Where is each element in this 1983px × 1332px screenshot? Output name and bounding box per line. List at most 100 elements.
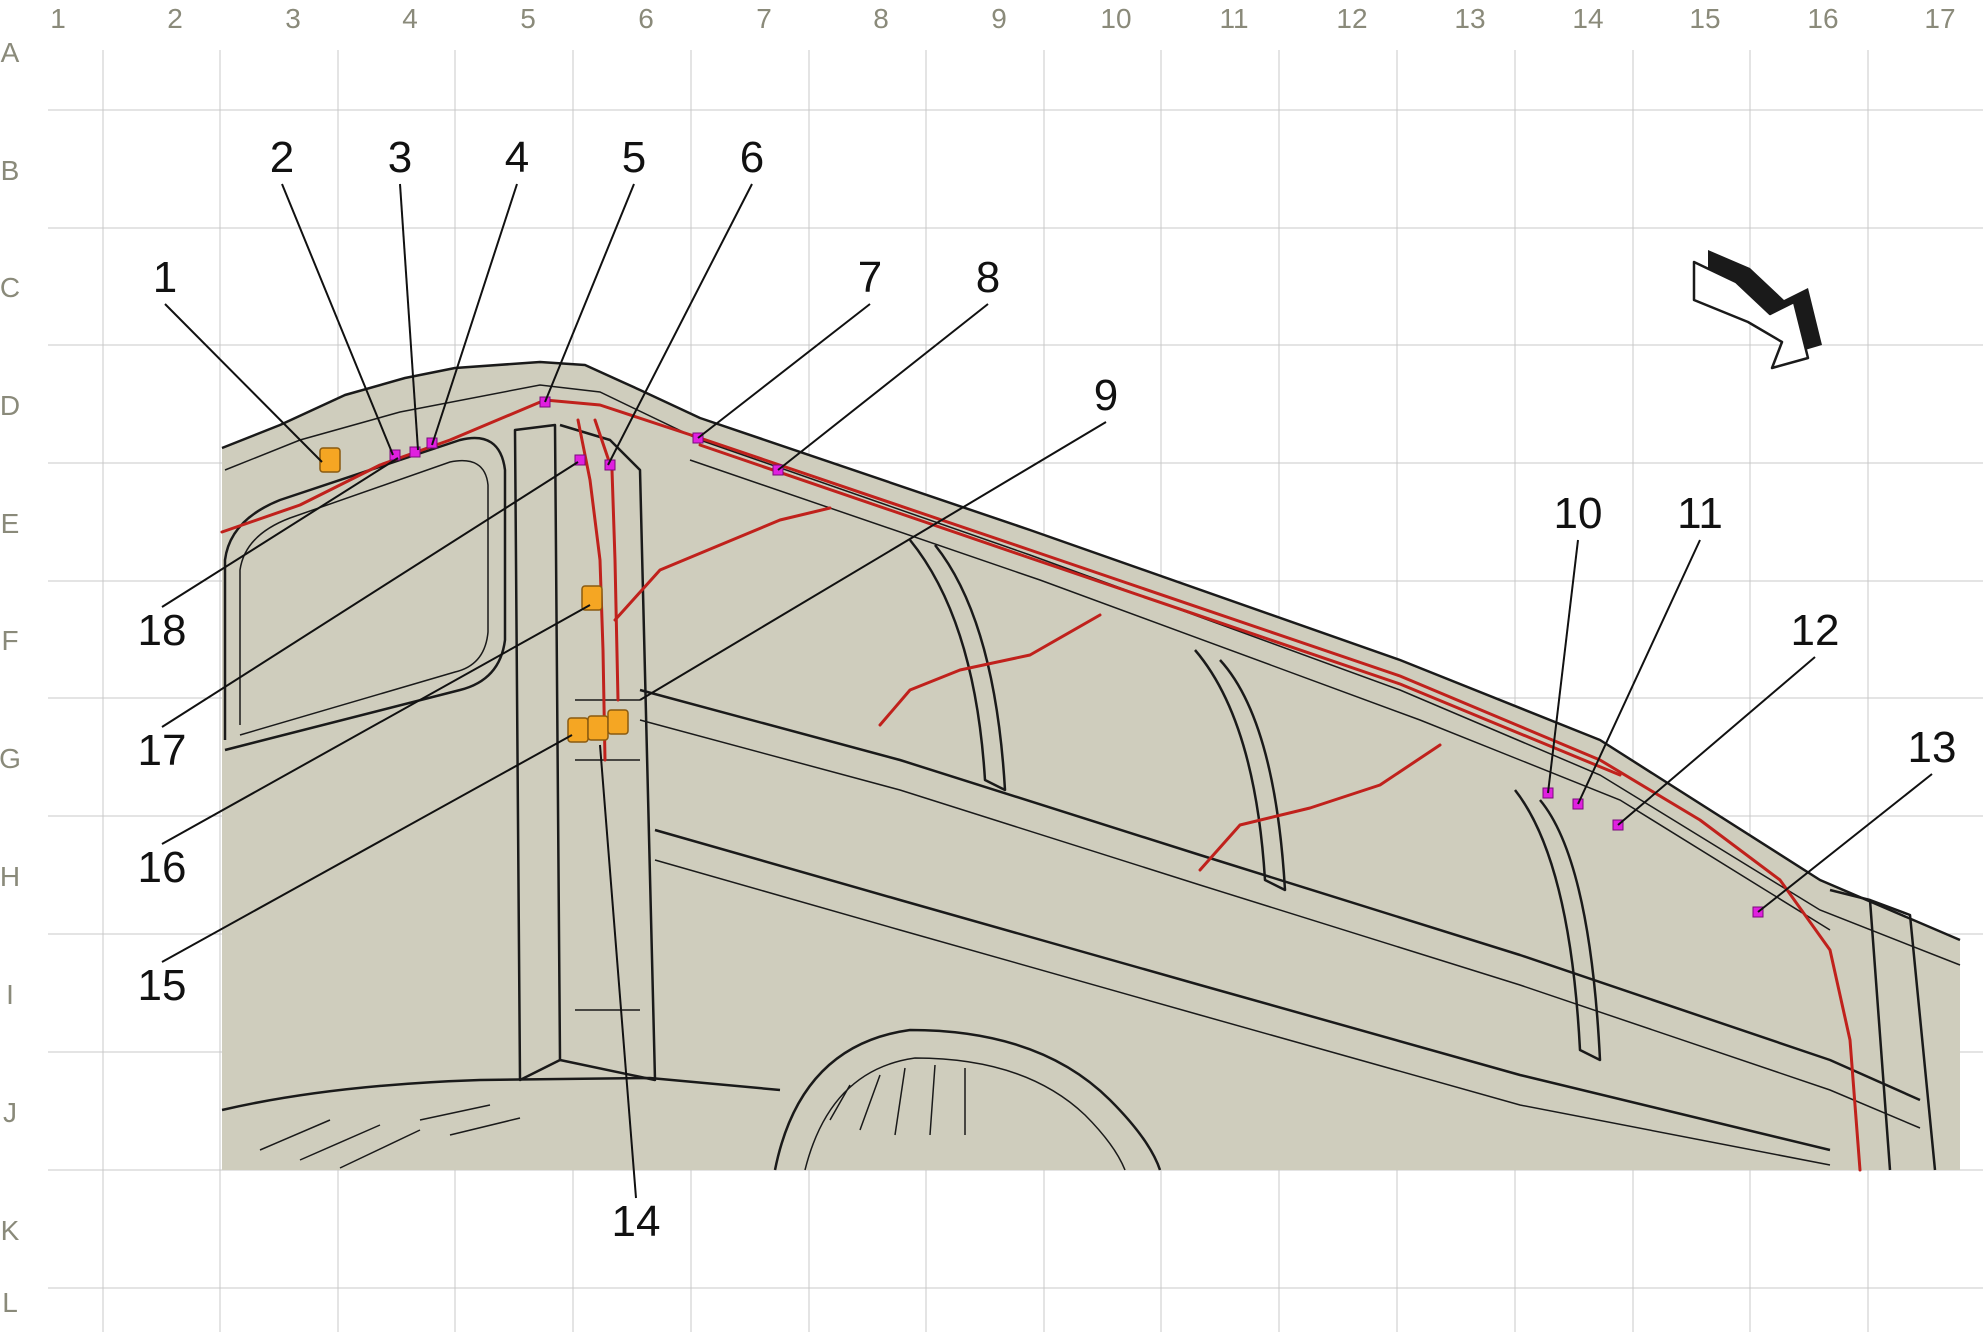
callout-leader-line — [607, 183, 753, 466]
callout-number: 13 — [1908, 723, 1957, 772]
grid-column-label: 9 — [991, 3, 1007, 34]
grid-row-label: L — [2, 1287, 18, 1318]
callout-leader-line — [697, 303, 871, 439]
grid-row-label: D — [0, 390, 20, 421]
grid-column-label: 13 — [1454, 3, 1485, 34]
callout-leaders — [161, 183, 1933, 1199]
grid-row-label: C — [0, 272, 20, 303]
callout-leader-line — [431, 183, 518, 446]
grid-column-label: 3 — [285, 3, 301, 34]
roof-bow-1 — [909, 539, 1007, 792]
orange-connector — [567, 717, 589, 743]
grid-column-label: 10 — [1100, 3, 1131, 34]
grid-row-label: A — [1, 37, 20, 68]
magenta-connector — [409, 446, 421, 458]
callout-number: 3 — [388, 133, 412, 182]
b-pillar-right — [559, 423, 657, 1082]
grid-column-label: 4 — [402, 3, 418, 34]
callout-number: 6 — [740, 133, 764, 182]
pillar-harness-branch — [593, 418, 620, 702]
callout-leader-line — [164, 303, 323, 463]
callout-leader-line — [161, 604, 591, 845]
grid-column-label: 12 — [1336, 3, 1367, 34]
grid-column-label: 16 — [1807, 3, 1838, 34]
forward-direction-arrow-icon — [1692, 250, 1822, 370]
roof-harness-main — [220, 398, 1862, 1172]
grid-column-label: 8 — [873, 3, 889, 34]
orange-connector — [587, 715, 609, 741]
upper-side-rail-lower — [639, 719, 1921, 1129]
grid-column-label: 11 — [1219, 3, 1248, 34]
callout-leader-line — [777, 303, 989, 471]
lower-side-rail — [654, 828, 1831, 1152]
body-panel-area — [222, 362, 1960, 1170]
callout-number: 1 — [153, 253, 177, 302]
grid-row-label: E — [1, 508, 20, 539]
magenta-connector — [574, 454, 586, 466]
wheel-arch-inner — [804, 1057, 1126, 1171]
grid-column-label: 17 — [1924, 3, 1955, 34]
callout-number: 15 — [138, 961, 187, 1010]
orange-connectors — [319, 447, 629, 743]
upper-side-rail — [639, 688, 1921, 1102]
orange-connector — [607, 709, 629, 735]
floor-ribs — [259, 1104, 521, 1169]
roof-rail — [689, 459, 1831, 931]
grid-row-label: F — [1, 625, 18, 656]
callout-number: 5 — [622, 133, 646, 182]
callout-number: 8 — [976, 253, 1000, 302]
callout-leader-line — [1577, 539, 1701, 805]
orange-connector — [581, 585, 603, 611]
callout-number: 2 — [270, 133, 294, 182]
roof-bow-3 — [1514, 789, 1602, 1062]
callout-leader-line — [1617, 656, 1816, 826]
callout-number: 18 — [138, 606, 187, 655]
grid-column-label: 7 — [756, 3, 772, 34]
callout-number: 11 — [1677, 489, 1723, 538]
roof-harness-parallel — [698, 443, 1622, 777]
callout-leader-line — [161, 457, 399, 608]
grid-row-label: I — [6, 979, 14, 1010]
grid-column-label: 14 — [1572, 3, 1603, 34]
rear-pillar — [1829, 888, 1937, 1171]
side-window-inner — [239, 460, 489, 736]
callout-leader-line — [639, 421, 1107, 701]
wall-harness-branch-1 — [613, 506, 832, 622]
callout-leader-line — [544, 183, 635, 403]
grid-column-label: 6 — [638, 3, 654, 34]
callout-number: 16 — [138, 843, 187, 892]
grid-column-label: 5 — [520, 3, 536, 34]
grid-row-label: J — [3, 1097, 17, 1128]
callout-number: 9 — [1094, 371, 1118, 420]
lower-side-rail-lower — [654, 859, 1831, 1166]
wheel-arch-ribs — [829, 1064, 966, 1136]
grid-row-label: K — [1, 1215, 20, 1246]
callout-number: 4 — [505, 133, 529, 182]
callout-leader-line — [281, 183, 394, 456]
callout-leader-line — [599, 744, 637, 1199]
callout-leader-line — [1547, 539, 1579, 794]
floor-outline — [221, 1076, 781, 1112]
callout-leader-line — [161, 461, 579, 728]
roof-bow-2 — [1194, 649, 1287, 892]
callout-leader-line — [1757, 773, 1933, 913]
pillar-harness — [576, 418, 607, 762]
callout-leader-line — [399, 183, 419, 451]
grid-row-label: B — [1, 155, 20, 186]
wheel-arch — [773, 1028, 1162, 1171]
grid-column-label: 2 — [167, 3, 183, 34]
wall-harness-branch-2 — [878, 613, 1102, 727]
callout-number: 17 — [138, 726, 187, 775]
b-pillar-step — [575, 699, 640, 1011]
grid-column-label: 1 — [50, 3, 66, 34]
side-window-opening — [223, 436, 507, 752]
grid-column-label: 15 — [1689, 3, 1720, 34]
wall-harness-branch-3 — [1198, 743, 1442, 872]
callout-number: 7 — [858, 253, 882, 302]
callout-number: 12 — [1791, 606, 1840, 655]
grid-row-label: G — [0, 743, 21, 774]
